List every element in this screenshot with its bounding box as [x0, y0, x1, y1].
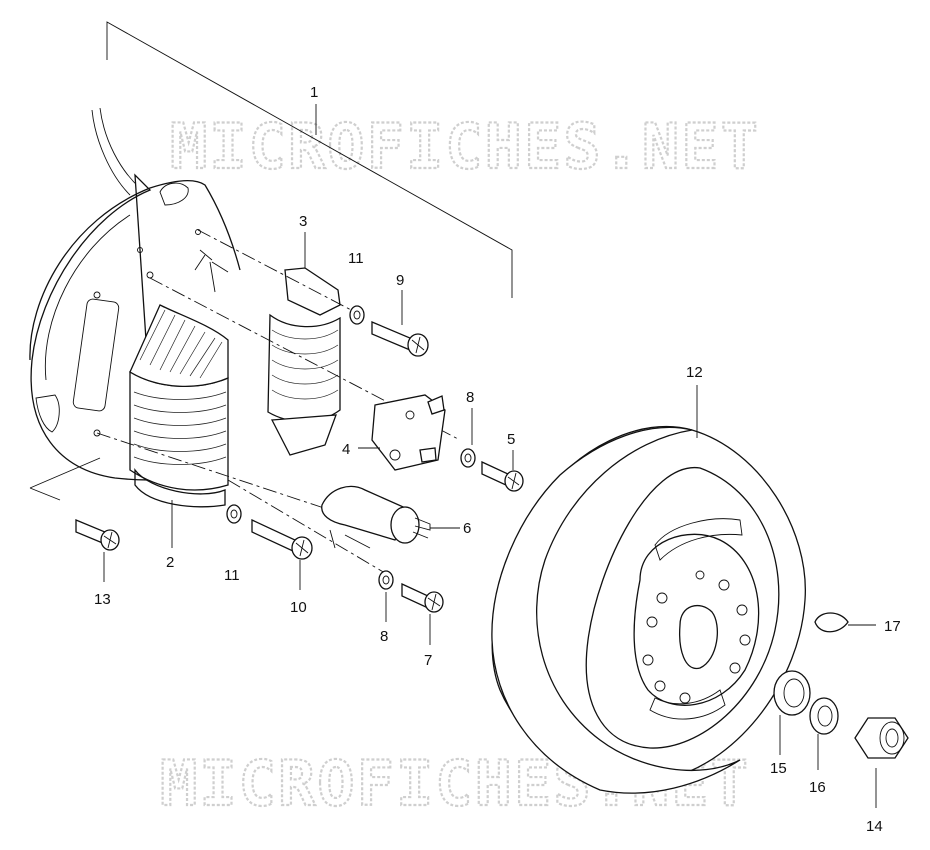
callout-15: 15 — [770, 760, 787, 777]
washer-8-upper — [460, 408, 476, 468]
screw-10 — [251, 518, 313, 590]
woodruff-key-17 — [814, 612, 876, 633]
callout-17: 17 — [884, 618, 901, 635]
screw-7 — [401, 582, 444, 645]
screw-9 — [371, 290, 429, 357]
contact-breaker — [358, 394, 446, 471]
screw-5 — [481, 450, 524, 492]
callout-13: 13 — [94, 591, 111, 608]
callout-11-lower: 11 — [224, 567, 240, 584]
flywheel-rotor — [491, 385, 806, 794]
callout-8-lower: 8 — [380, 628, 388, 645]
washer-15 — [773, 670, 811, 755]
callout-4: 4 — [342, 441, 350, 458]
callout-6: 6 — [463, 520, 471, 537]
callout-labels: 1 2 3 4 5 6 7 8 8 9 10 11 11 12 13 14 15… — [94, 84, 901, 835]
washer-8-lower — [378, 570, 394, 622]
washer-16 — [809, 697, 839, 770]
condenser — [321, 485, 460, 549]
callout-9: 9 — [396, 272, 404, 289]
callout-1: 1 — [310, 84, 318, 101]
screw-13 — [75, 519, 120, 582]
callout-12: 12 — [686, 364, 703, 381]
callout-7: 7 — [424, 652, 432, 669]
rotor-bolt-holes — [642, 570, 751, 704]
callout-16: 16 — [809, 779, 826, 796]
callout-2: 2 — [166, 554, 174, 571]
washer-11-lower — [226, 504, 242, 524]
callout-10: 10 — [290, 599, 307, 616]
large-coil — [129, 304, 229, 548]
assembly-bracket — [106, 21, 513, 298]
nut-14 — [854, 717, 909, 808]
washer-11-upper — [349, 305, 365, 325]
callout-3: 3 — [299, 213, 307, 230]
alignment-lines — [96, 229, 461, 574]
watermark-top: MICROFICHES.NET — [170, 110, 760, 183]
small-coil — [267, 232, 341, 456]
callout-5: 5 — [507, 431, 515, 448]
callout-14: 14 — [866, 818, 883, 835]
callout-11-upper: 11 — [348, 250, 364, 267]
callout-8-upper: 8 — [466, 389, 474, 406]
